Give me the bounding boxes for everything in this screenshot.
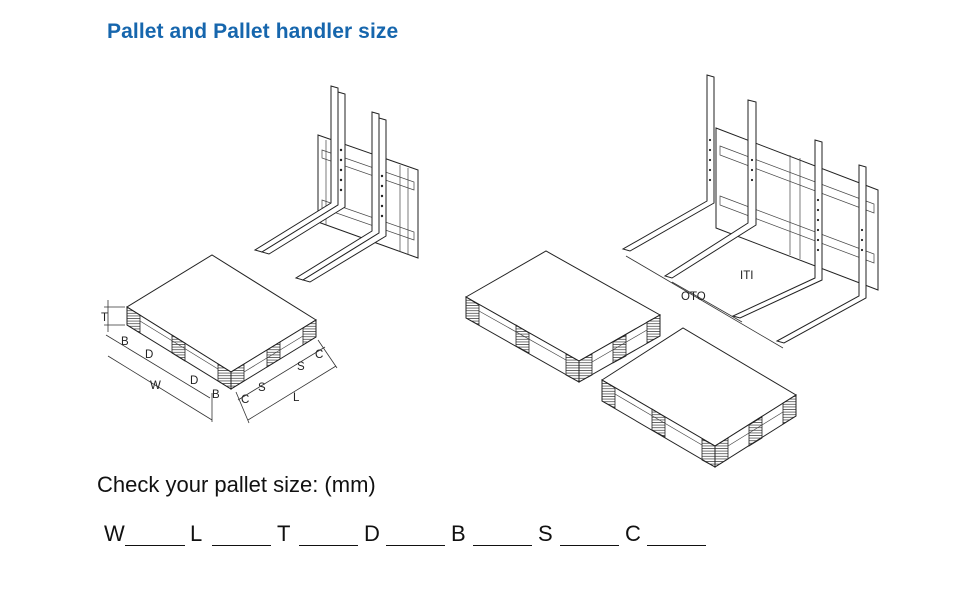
field-label-W: W [104, 521, 125, 546]
field-label-L: L [190, 521, 203, 546]
field-blank-L[interactable] [212, 545, 271, 546]
right-pallet-bottom [601, 327, 797, 468]
field-label-D: D [364, 521, 380, 546]
dim-label-D: D [190, 375, 198, 387]
field-C[interactable]: C [625, 521, 706, 547]
field-B[interactable]: B [451, 521, 532, 547]
field-label-T: T [277, 521, 291, 546]
field-label-B: B [451, 521, 466, 546]
field-T[interactable]: T [277, 521, 358, 547]
right-pallet-top [464, 250, 662, 383]
field-blank-C[interactable] [647, 545, 706, 546]
field-blank-D[interactable] [386, 545, 445, 546]
right-fork-carriage: ITI OTO [621, 74, 879, 349]
field-S[interactable]: S [538, 521, 619, 547]
field-W[interactable]: W [104, 521, 185, 547]
left-pallet: T B D W D B C S L S C [101, 254, 338, 424]
dim-label-L: L [293, 392, 300, 404]
dim-label-C: C [315, 349, 323, 361]
dim-label-ITI: ITI [740, 270, 753, 282]
field-blank-W[interactable] [125, 545, 185, 546]
dim-label-C: C [241, 394, 249, 406]
field-L[interactable]: L [190, 521, 271, 547]
dim-label-D: D [145, 349, 153, 361]
dim-label-S: S [258, 382, 266, 394]
field-label-C: C [625, 521, 641, 546]
dim-label-T: T [101, 312, 108, 324]
field-blank-T[interactable] [299, 545, 358, 546]
dim-label-S: S [297, 361, 305, 373]
dim-label-OTO: OTO [681, 291, 706, 303]
field-label-S: S [538, 521, 553, 546]
field-blank-S[interactable] [560, 545, 619, 546]
pallet-size-heading: Check your pallet size: (mm) [97, 472, 376, 497]
dim-label-B: B [212, 389, 220, 401]
field-D[interactable]: D [364, 521, 445, 547]
left-fork-carriage [253, 85, 419, 283]
field-blank-B[interactable] [473, 545, 532, 546]
page-title: Pallet and Pallet handler size [107, 20, 399, 43]
dim-label-W: W [150, 380, 161, 392]
dim-label-B: B [121, 336, 129, 348]
